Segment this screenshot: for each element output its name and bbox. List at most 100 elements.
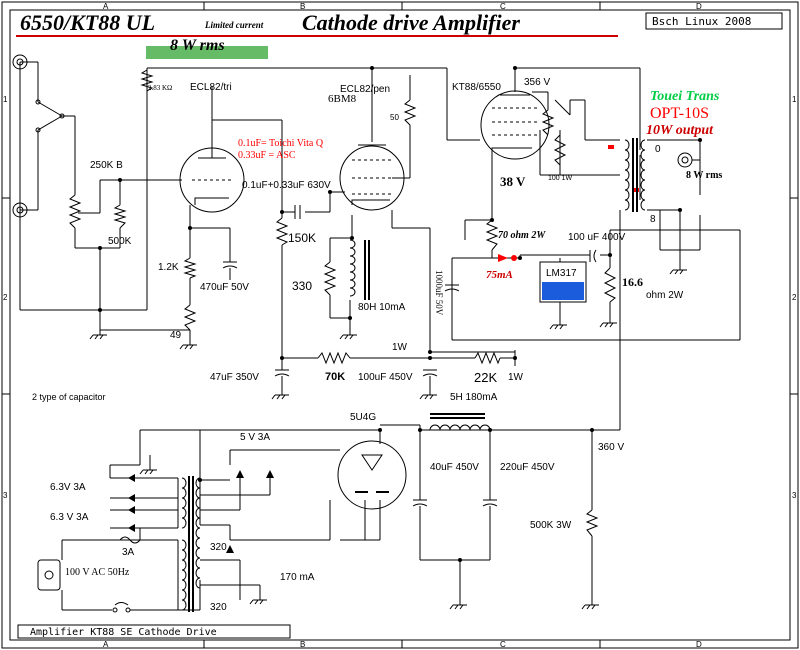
tube-5u4g bbox=[337, 440, 407, 510]
frame-row-2-right: 2 bbox=[792, 293, 797, 302]
label-100-1w: 100 1W bbox=[548, 175, 573, 182]
label-mains: 100 V AC 50Hz bbox=[65, 567, 130, 578]
title-sub: Cathode drive Amplifier bbox=[302, 10, 520, 35]
label-70k: 70K bbox=[325, 371, 345, 383]
choke-5h bbox=[429, 413, 491, 431]
frame-col-a: A bbox=[103, 2, 109, 11]
label-10w-output: 10W output bbox=[646, 123, 714, 138]
lm317-regulator bbox=[539, 261, 587, 303]
resistor-50 bbox=[403, 99, 417, 126]
label-5v3a: 5 V 3A bbox=[240, 432, 270, 443]
label-ecl82-tri: ECL82/tri bbox=[190, 82, 232, 93]
label-fuse-3a: 3A bbox=[122, 547, 135, 558]
label-356v: 356 V bbox=[524, 77, 550, 88]
label-5u4g: 5U4G bbox=[350, 412, 376, 423]
resistor-500k-3w bbox=[585, 509, 599, 537]
label-40uf: 40uF 450V bbox=[430, 462, 479, 473]
label-6bm8: 6BM8 bbox=[328, 93, 357, 105]
label-cap-note-1: 0.1uF= Toichi Vita Q bbox=[238, 138, 324, 149]
frame-row-3-right: 3 bbox=[792, 491, 797, 500]
power-switch[interactable] bbox=[112, 602, 131, 613]
label-150k: 150K bbox=[288, 231, 316, 245]
resistor-22k bbox=[474, 351, 501, 365]
resistor-70k bbox=[317, 351, 351, 365]
label-320b: 320 bbox=[210, 602, 227, 613]
label-38v: 38 V bbox=[500, 174, 526, 189]
output-jack[interactable] bbox=[677, 152, 700, 168]
frame-col-b-bottom: B bbox=[300, 640, 305, 649]
mains-plug bbox=[37, 559, 61, 591]
credit-box bbox=[645, 12, 783, 30]
resistor-100-1w-a bbox=[541, 109, 555, 136]
label-6v3b: 6.3 V 3A bbox=[50, 512, 89, 523]
frame-row-1-right: 1 bbox=[792, 95, 797, 104]
credit: Bsch Linux 2008 bbox=[652, 15, 751, 28]
label-vol: 250K B bbox=[90, 160, 123, 171]
label-16-6-w: ohm 2W bbox=[646, 290, 684, 301]
label-70ohm: 70 ohm 2W bbox=[498, 230, 546, 241]
label-16-6: 16.6 bbox=[622, 275, 643, 289]
power-transformer bbox=[181, 476, 201, 612]
ground-symbols bbox=[89, 265, 687, 610]
label-cap-note-2: 0.33uF = ASC bbox=[238, 150, 296, 161]
label-80h: 80H 10mA bbox=[358, 302, 406, 313]
label-500k: 500K bbox=[108, 236, 132, 247]
label-tap-8: 8 bbox=[650, 214, 656, 225]
label-r2k83: 2.83 KΩ bbox=[148, 84, 172, 92]
label-75ma: 75mA bbox=[486, 269, 513, 281]
label-touei: Touei Trans bbox=[650, 89, 720, 104]
label-1w: 1W bbox=[392, 342, 408, 353]
frame-col-b: B bbox=[300, 2, 305, 11]
label-360v: 360 V bbox=[598, 442, 624, 453]
label-320a: 320 bbox=[210, 542, 227, 553]
label-22k-w: 1W bbox=[508, 372, 524, 383]
label-6v3a: 6.3V 3A bbox=[50, 482, 86, 493]
tube-ecl82-pentode bbox=[339, 144, 405, 211]
choke-80h bbox=[349, 239, 370, 300]
label-lm317: LM317 bbox=[546, 268, 577, 279]
caption: Amplifier KT88 SE Cathode Drive bbox=[30, 627, 217, 638]
input-selector-switch[interactable] bbox=[35, 99, 65, 133]
resistor-70ohm bbox=[485, 219, 499, 251]
label-170ma: 170 mA bbox=[280, 572, 315, 583]
label-5h: 5H 180mA bbox=[450, 392, 498, 403]
frame-col-c-bottom: C bbox=[500, 640, 506, 649]
caption-box bbox=[17, 624, 291, 639]
wiring bbox=[19, 61, 741, 611]
label-100uf-450: 100uF 450V bbox=[358, 372, 413, 383]
label-r50: 50 bbox=[390, 113, 399, 122]
resistors bbox=[68, 69, 617, 537]
label-22k: 22K bbox=[474, 370, 497, 385]
input-jack-1[interactable] bbox=[12, 54, 28, 70]
label-47uf: 47uF 350V bbox=[210, 372, 259, 383]
resistor-16-6 bbox=[603, 267, 617, 303]
label-220uf: 220uF 450V bbox=[500, 462, 555, 473]
label-tap-0: 0 bbox=[655, 144, 661, 155]
tube-ecl82-triode bbox=[179, 147, 245, 213]
label-opt10s: OPT-10S bbox=[650, 105, 709, 122]
label-500k-3w: 500K 3W bbox=[530, 520, 572, 531]
label-8w-out: 8 W rms bbox=[686, 170, 722, 181]
title-limited: Limited current bbox=[204, 20, 264, 30]
frame-col-a-bottom: A bbox=[103, 640, 109, 649]
label-100uf-400: 100 uF 400V bbox=[568, 232, 626, 243]
label-coupling: 0.1uF+0.33uF 630V bbox=[242, 180, 331, 191]
label-two-cap: 2 type of capacitor bbox=[32, 392, 106, 402]
frame-col-c: C bbox=[500, 2, 506, 11]
resistor-49 bbox=[183, 304, 197, 331]
junctions bbox=[98, 66, 702, 562]
resistor-330 bbox=[323, 261, 337, 296]
capacitors bbox=[222, 205, 597, 515]
power-bar bbox=[146, 46, 268, 59]
input-jack-2[interactable] bbox=[12, 202, 28, 218]
heater-arrows bbox=[128, 470, 274, 553]
frame-row-3: 3 bbox=[3, 491, 8, 500]
resistor-100-1w-b bbox=[553, 134, 567, 166]
frame-row-2: 2 bbox=[3, 293, 8, 302]
label-ecl82-pen: ECL82/pen bbox=[340, 84, 390, 95]
label-330: 330 bbox=[292, 279, 312, 293]
label-1k2: 1.2K bbox=[158, 262, 179, 273]
resistor-150k bbox=[275, 217, 289, 246]
